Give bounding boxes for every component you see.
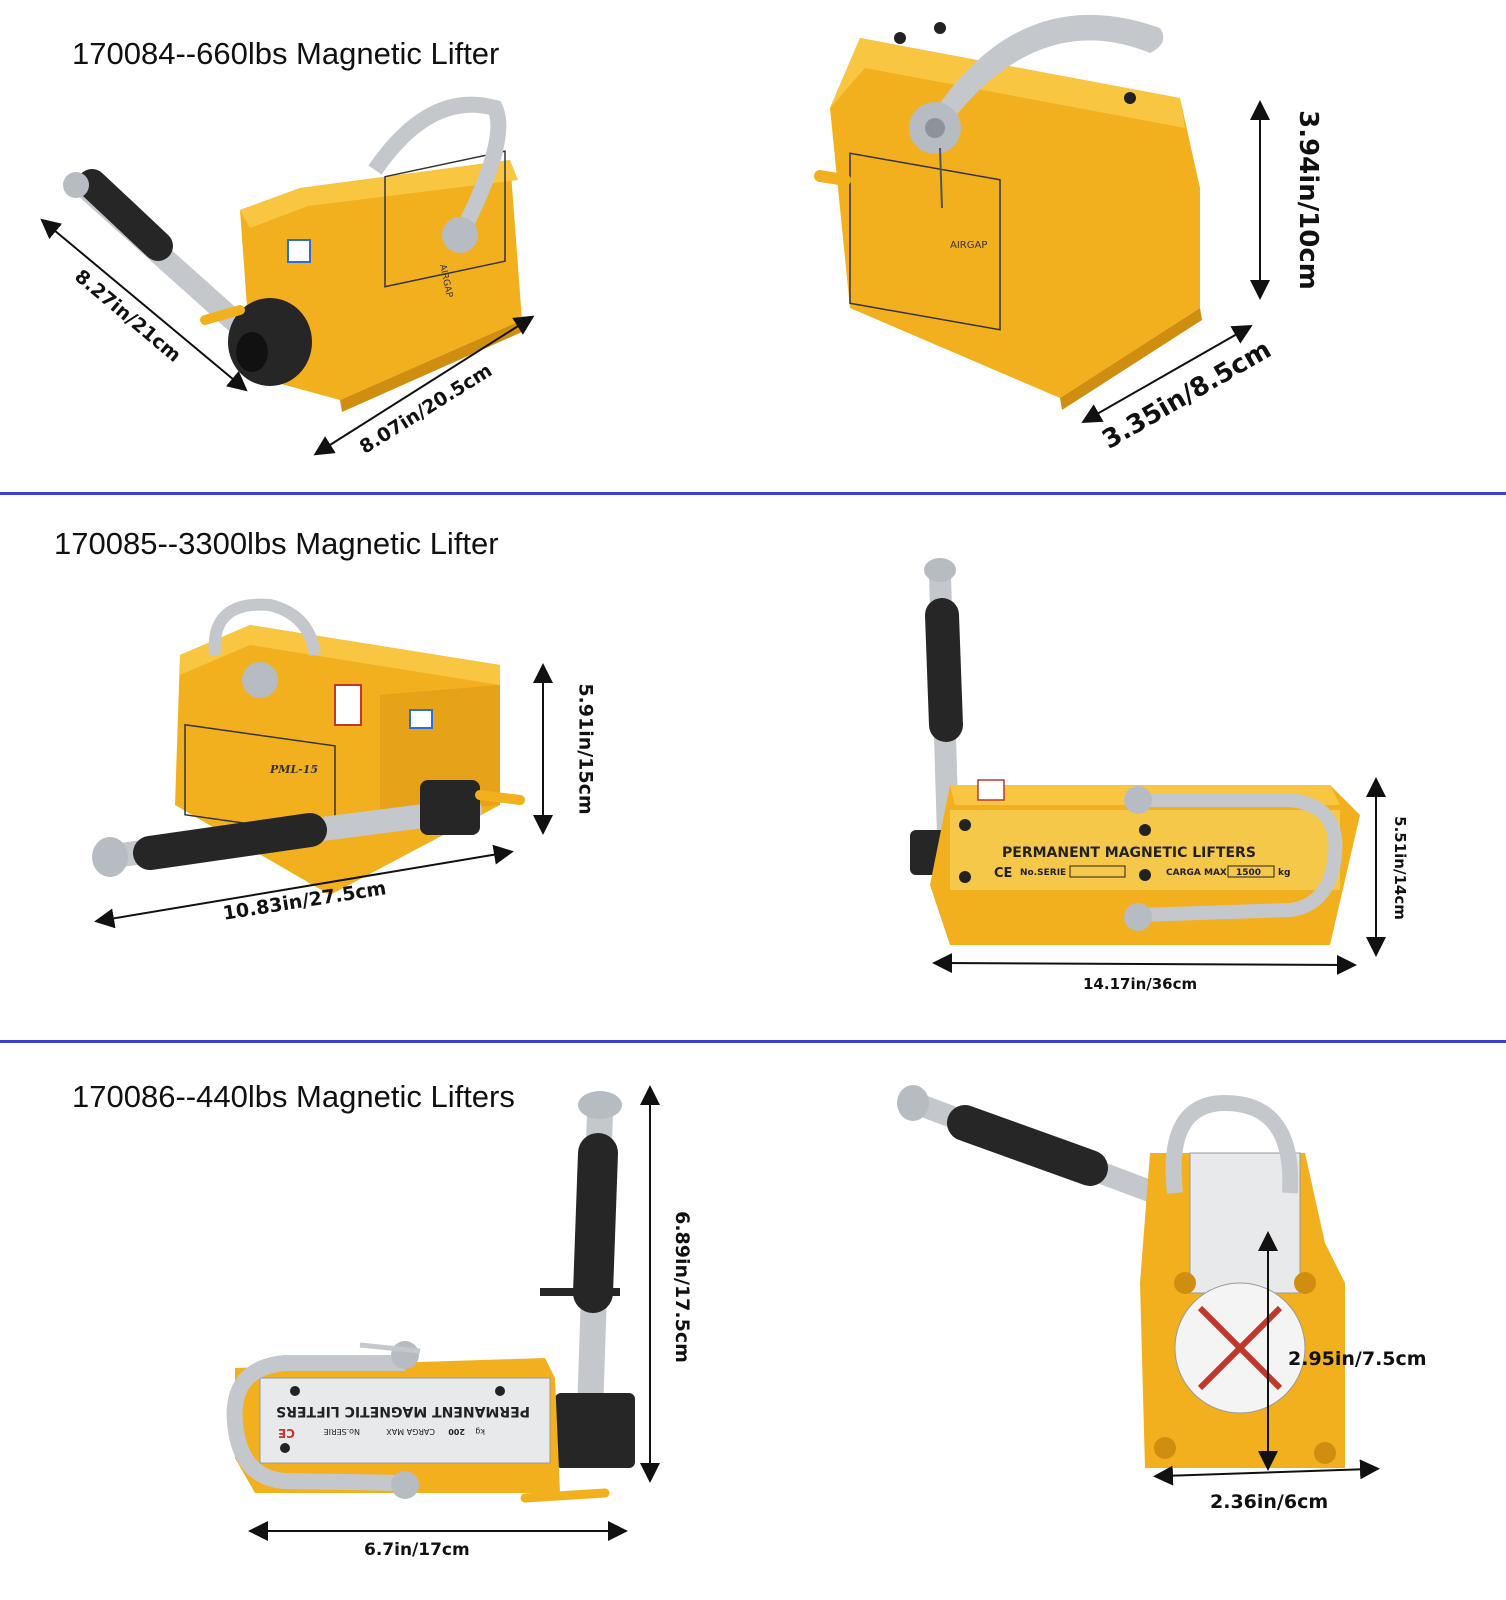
model-label-pml15: PML-15 [269, 763, 318, 776]
product-title-170085: 170085--3300lbs Magnetic Lifter [54, 526, 499, 561]
dimension-label-length: 14.17in/36cm [1083, 975, 1198, 993]
section-divider-1 [0, 492, 1506, 495]
lifter-photo-170086-end [897, 1085, 1345, 1468]
lifter-photo-170085-top: PERMANENT MAGNETIC LIFTERS CE No.SERIE C… [910, 558, 1360, 945]
chart-label-airgap-2: AIRGAP [950, 240, 987, 251]
carga-label-1500: CARGA MAX [1166, 868, 1227, 878]
carga-value-1500: 1500 [1236, 868, 1261, 878]
dimension-arrows-170085-left [94, 663, 553, 929]
carga-value-200: 200 [448, 1427, 465, 1436]
dimension-label-height: 2.95in/7.5cm [1288, 1348, 1427, 1370]
carga-unit-200: kg [475, 1427, 485, 1436]
dimension-label-height: 5.51in/14cm [1390, 816, 1409, 920]
carga-unit-1500: kg [1278, 868, 1290, 878]
dimension-arrows-170086-right [1153, 1231, 1380, 1486]
section-divider-2 [0, 1040, 1506, 1043]
serie-label-200: No.SERIE [324, 1427, 360, 1436]
section-170086: 170086--440lbs Magnetic Lifters PERMANEN… [0, 1043, 1506, 1600]
ce-mark-200: CE [278, 1426, 295, 1440]
dimension-label-height: 3.94in/10cm [1292, 110, 1323, 290]
dimension-label-width: 2.36in/6cm [1210, 1491, 1329, 1513]
dimension-arrows-170084-right [1081, 100, 1270, 423]
dimension-arrows-170084-left [40, 218, 535, 456]
dimension-label-length: 6.7in/17cm [364, 1540, 470, 1560]
lifter-photo-170084-side: AIRGAP [814, 14, 1202, 410]
carga-label-200: CARGA MAX [386, 1427, 435, 1436]
plate-heading-200: PERMANENT MAGNETIC LIFTERS [276, 1403, 530, 1419]
product-title-170084: 170084--660lbs Magnetic Lifter [72, 36, 500, 71]
section-170085: 170085--3300lbs Magnetic Lifter PML-15 5… [0, 495, 1506, 1040]
plate-heading-1500: PERMANENT MAGNETIC LIFTERS [1002, 845, 1256, 861]
serie-label-1500: No.SERIE [1020, 868, 1066, 878]
dimension-arrows-170085-right [932, 777, 1386, 975]
product-title-170086: 170086--440lbs Magnetic Lifters [72, 1079, 515, 1114]
section-170084: 170084--660lbs Magnetic Lifter AIRGAP [0, 0, 1506, 490]
lifter-photo-170086-side: PERMANENT MAGNETIC LIFTERS CE No.SERIE C… [226, 1091, 635, 1503]
ce-mark-1500: CE [994, 866, 1012, 881]
dimension-arrows-170086-left [248, 1085, 660, 1541]
